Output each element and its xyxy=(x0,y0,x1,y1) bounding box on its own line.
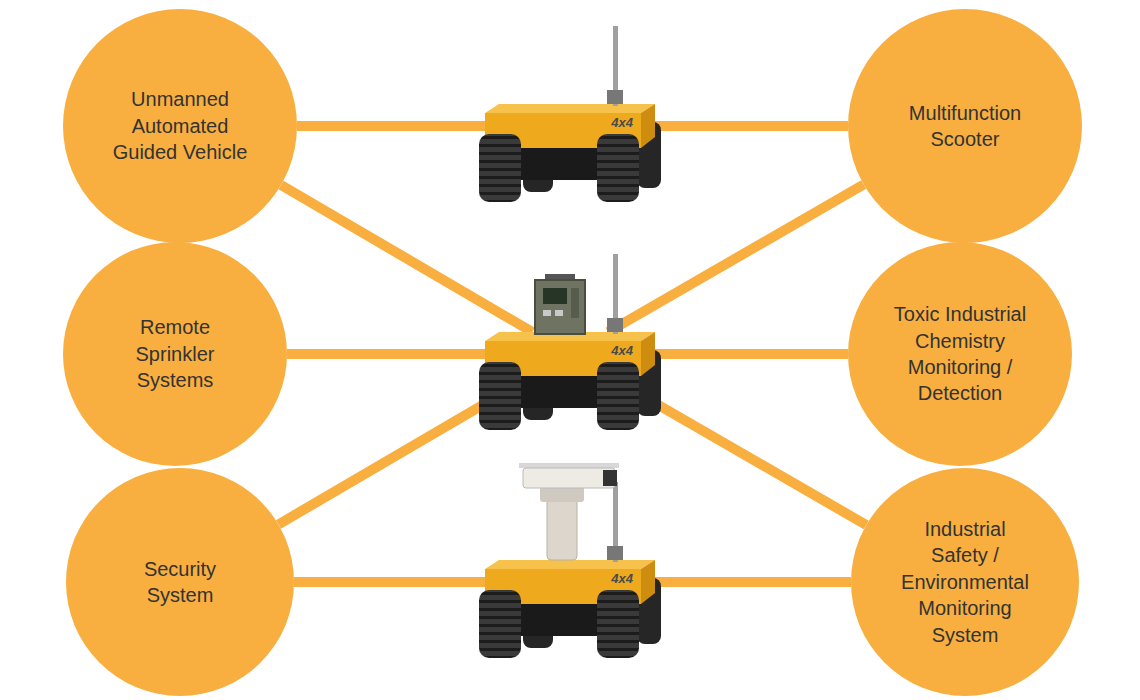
application-label: Toxic Industrial Chemistry Monitoring / … xyxy=(880,301,1040,407)
application-circle: Industrial Safety / Environmental Monito… xyxy=(851,468,1079,696)
robot-vehicle xyxy=(479,26,661,202)
circle-outline xyxy=(848,9,1082,243)
node-content: Industrial Safety / Environmental Monito… xyxy=(851,468,1079,696)
application-label: Unmanned Automated Guided Vehicle xyxy=(105,86,255,165)
application-circle: Toxic Industrial Chemistry Monitoring / … xyxy=(848,242,1072,466)
robot-vehicle-node: 4x4 xyxy=(485,104,655,148)
model-badge: 4x4 xyxy=(611,572,633,585)
connector-group xyxy=(287,354,485,355)
connector-line xyxy=(608,184,864,332)
application-label: Multifunction Scooter xyxy=(895,100,1035,153)
connector-line xyxy=(297,121,485,131)
connector-line xyxy=(655,349,848,359)
application-circle: Security System xyxy=(66,468,294,696)
camera-sunshield xyxy=(519,463,619,468)
circle-fill xyxy=(848,9,1082,243)
connector-group xyxy=(281,185,532,332)
circle-fill xyxy=(848,242,1072,466)
connector-line xyxy=(655,577,851,587)
circle-fill xyxy=(63,242,287,466)
connector-group xyxy=(294,582,485,583)
circle-fill xyxy=(66,468,294,696)
circle-fill xyxy=(63,9,297,243)
camera-lens xyxy=(603,470,617,486)
node-content: Security System xyxy=(66,468,294,696)
model-badge: 4x4 xyxy=(611,344,633,357)
application-label: Security System xyxy=(130,556,230,609)
camera-housing xyxy=(523,468,615,488)
circle-outline xyxy=(848,242,1072,466)
connector-line xyxy=(287,349,485,359)
application-circle: Unmanned Automated Guided Vehicle xyxy=(63,9,297,243)
application-label: Industrial Safety / Environmental Monito… xyxy=(895,516,1035,648)
node-content: 4x4 xyxy=(485,560,655,604)
robot-body xyxy=(479,482,661,658)
robot-vehicle-node: 4x4 xyxy=(485,332,655,376)
detector-device xyxy=(535,280,585,334)
node-content: 4x4 xyxy=(485,104,655,148)
application-circle: Multifunction Scooter xyxy=(848,9,1082,243)
connector-line xyxy=(281,185,532,332)
application-circle: Remote Sprinkler Systems xyxy=(63,242,287,466)
robot-body xyxy=(479,26,661,202)
robot-body xyxy=(479,254,661,430)
node-content: 4x4 xyxy=(485,332,655,376)
connector-group xyxy=(655,126,848,127)
robot-vehicle-node: 4x4 xyxy=(485,560,655,604)
node-content: Toxic Industrial Chemistry Monitoring / … xyxy=(848,242,1072,466)
circle-outline xyxy=(66,468,294,696)
robot-vehicle-camera xyxy=(479,463,661,658)
device-button xyxy=(555,310,563,316)
connector-group xyxy=(608,184,864,332)
camera-pillar xyxy=(547,498,577,560)
application-label: Remote Sprinkler Systems xyxy=(125,314,225,393)
device-panel xyxy=(571,288,579,318)
node-content: Multifunction Scooter xyxy=(848,9,1082,243)
connector-group xyxy=(297,126,485,127)
device-button xyxy=(543,310,551,316)
robot-vehicle-detector xyxy=(479,254,661,430)
connector-line xyxy=(294,577,485,587)
device-screen xyxy=(543,288,567,304)
node-content: Remote Sprinkler Systems xyxy=(63,242,287,466)
connector-group xyxy=(655,354,848,355)
model-badge: 4x4 xyxy=(611,116,633,129)
node-content: Unmanned Automated Guided Vehicle xyxy=(63,9,297,243)
connector-group xyxy=(655,582,851,583)
circle-fill xyxy=(851,468,1079,696)
connector-line xyxy=(655,121,848,131)
